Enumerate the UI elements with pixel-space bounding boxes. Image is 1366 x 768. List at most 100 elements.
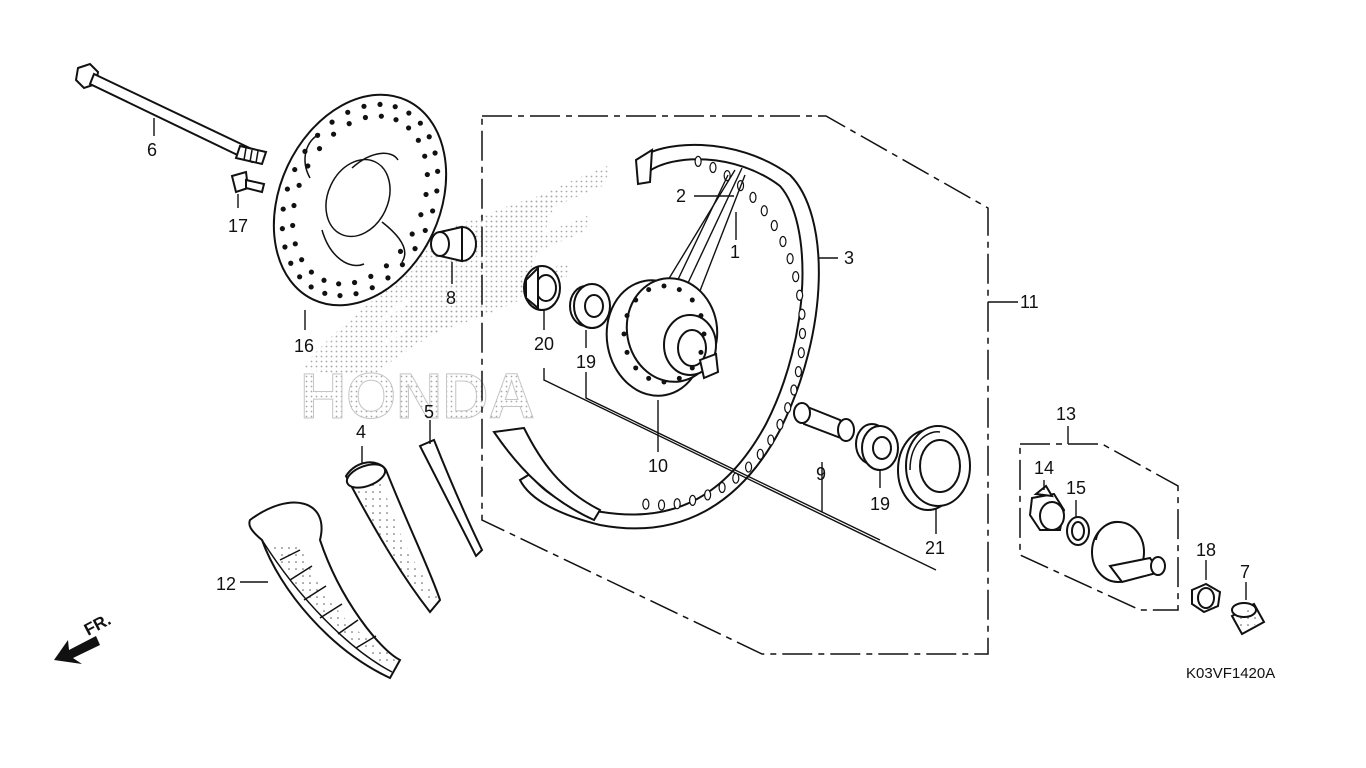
callout-11: 11 [1020, 292, 1039, 312]
disc-hole [297, 274, 303, 280]
disc-hole [412, 246, 418, 252]
callout-7: 7 [1240, 562, 1250, 582]
callout-18: 18 [1196, 540, 1216, 560]
callout-19-left: 19 [576, 352, 596, 372]
rim-spoke-hole [694, 155, 702, 167]
hub-spoke-hole [624, 349, 630, 355]
disc-hole [362, 114, 369, 121]
disc-hole [308, 284, 314, 290]
disc-hole [353, 291, 359, 297]
disc-hole [316, 145, 323, 152]
rim-spoke-hole [767, 434, 775, 446]
callout-15: 15 [1066, 478, 1086, 498]
hub-spoke-hole [621, 331, 627, 337]
disc-hole [299, 257, 305, 263]
disc-hole [279, 226, 285, 232]
disc-hole [422, 227, 428, 234]
hub-spoke-hole [689, 297, 695, 303]
disc-hole [434, 188, 440, 194]
disc-hole [329, 119, 335, 125]
disc-hole [405, 125, 412, 131]
dust-seal-left [523, 265, 561, 311]
disc-hole [346, 121, 352, 127]
hub-spoke-hole [676, 287, 682, 293]
rim-spoke-hole [798, 308, 806, 320]
callout-2: 2 [676, 186, 686, 206]
disc-hole [336, 281, 342, 287]
tire [248, 501, 402, 680]
meter-gear-assembly-outline [1019, 443, 1179, 611]
disc-hole [383, 263, 390, 269]
disc-hole [330, 131, 337, 137]
disc-hole [415, 137, 421, 143]
rim-spoke-hole [760, 205, 768, 217]
meter-gear-retainer [1028, 484, 1066, 531]
disc-hole [290, 222, 296, 229]
disc-hole [291, 202, 297, 209]
disc-hole [406, 110, 412, 116]
rim-spoke-hole [642, 498, 650, 510]
hub-spoke-hole [633, 365, 639, 371]
rim-spoke-hole [792, 271, 800, 283]
rim-spoke-hole [798, 327, 807, 340]
hub-spoke-hole [646, 375, 652, 381]
axle-cap [1230, 602, 1266, 636]
axle-nut [1191, 582, 1222, 614]
rim-spoke-hole [709, 161, 717, 174]
hub-spoke-hole [689, 365, 695, 371]
rim-spoke-hole [779, 235, 787, 248]
disc-hole [308, 269, 315, 275]
disc-hole [435, 168, 441, 174]
callout-16: 16 [294, 336, 314, 356]
distance-collar [793, 402, 855, 442]
brake-disc [272, 93, 448, 307]
callout-10: 10 [648, 456, 668, 476]
axle-bolt [74, 62, 268, 166]
disc-hole [422, 153, 428, 159]
callout-21: 21 [925, 538, 945, 558]
disc-hole [322, 290, 328, 296]
callout-4: 4 [356, 422, 366, 442]
hub-spoke-hole [633, 297, 639, 303]
rim-spoke-hole [786, 253, 794, 265]
hub-spoke-hole [676, 375, 682, 381]
rim-spoke-hole [796, 289, 804, 301]
hub-spoke-hole [624, 313, 630, 319]
disc-hole [351, 279, 358, 286]
rim-spoke-hole [797, 347, 805, 359]
disc-hole [284, 186, 290, 192]
callout-12: 12 [216, 574, 236, 594]
disc-hole [385, 275, 391, 281]
disc-hole [423, 191, 429, 198]
callout-8: 8 [446, 288, 456, 308]
callout-6: 6 [147, 140, 157, 160]
disc-hole [280, 206, 286, 212]
disc-hole [418, 212, 424, 218]
disc-hole [378, 113, 384, 119]
callout-1: 1 [730, 242, 740, 262]
side-collar [430, 225, 477, 263]
callout-3: 3 [844, 248, 854, 268]
disc-hole [409, 231, 415, 237]
disc-hole [292, 166, 298, 173]
disc-bolt [230, 170, 266, 194]
hub-spoke-hole [661, 283, 667, 289]
disc-hole [288, 260, 294, 266]
callout-19-right: 19 [870, 494, 890, 514]
disc-hole [296, 182, 302, 188]
hub-spoke-hole [698, 349, 704, 355]
disc-hole [368, 273, 374, 279]
disc-hole [345, 109, 351, 115]
honda-wing-watermark: HONDA [300, 165, 610, 433]
rim-spoke-hole [784, 402, 792, 414]
front-direction-arrow: FR. [54, 610, 114, 664]
rim-spoke-hole [776, 418, 784, 431]
callout-17: 17 [228, 216, 248, 236]
leader-lines [153, 118, 1247, 600]
rim-spoke-hole [657, 499, 666, 511]
rim-spoke-hole [749, 191, 757, 203]
rim [492, 143, 820, 530]
disc-hole [393, 117, 399, 123]
disc-hole [397, 248, 404, 255]
